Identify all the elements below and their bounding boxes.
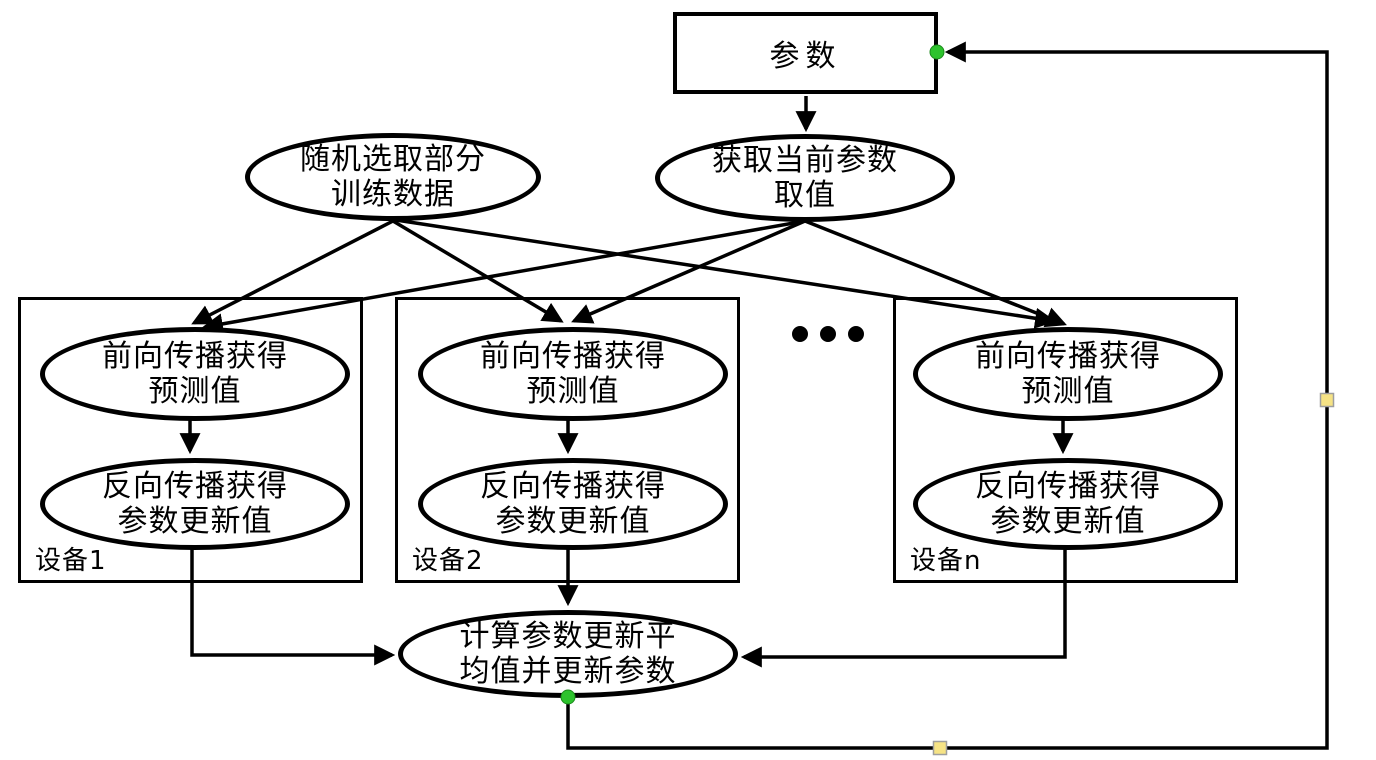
device2-forward-line1: 前向传播获得 bbox=[480, 339, 666, 374]
fetch-params-line1: 获取当前参数 bbox=[712, 143, 898, 178]
param-node: 参数 bbox=[673, 12, 938, 94]
devicen-forward-line2: 预测值 bbox=[1021, 374, 1115, 409]
device2-forward-node: 前向传播获得 预测值 bbox=[418, 327, 728, 421]
device-box-n: 前向传播获得 预测值 反向传播获得 参数更新值 设备n bbox=[893, 297, 1238, 583]
aggregate-line2: 均值并更新参数 bbox=[459, 654, 677, 689]
device1-forward-line1: 前向传播获得 bbox=[102, 339, 288, 374]
ellipsis-dot bbox=[820, 326, 836, 342]
select-data-node: 随机选取部分 训练数据 bbox=[245, 133, 541, 221]
device2-backward-line1: 反向传播获得 bbox=[480, 469, 666, 504]
select-data-line1: 随机选取部分 bbox=[300, 142, 486, 177]
edge-devicen-to-aggregate bbox=[740, 540, 1067, 668]
devicen-label: 设备n bbox=[910, 546, 982, 576]
edge-selectdata-to-device1-forward bbox=[191, 219, 394, 325]
device1-forward-node: 前向传播获得 预测值 bbox=[40, 327, 350, 421]
fetch-params-line2: 取值 bbox=[774, 178, 836, 213]
devicen-backward-node: 反向传播获得 参数更新值 bbox=[913, 458, 1223, 550]
select-data-line2: 训练数据 bbox=[331, 177, 455, 212]
fetch-params-node: 获取当前参数 取值 bbox=[655, 134, 955, 222]
device1-forward-line2: 预测值 bbox=[148, 374, 242, 409]
device1-label: 设备1 bbox=[35, 546, 107, 576]
edge-device1-to-aggregate bbox=[190, 540, 396, 666]
device2-label: 设备2 bbox=[412, 546, 484, 576]
device-box-1: 前向传播获得 预测值 反向传播获得 参数更新值 设备1 bbox=[18, 297, 363, 583]
ellipsis-dots-icon bbox=[792, 326, 864, 342]
edge-aggregate-feedback-to-param bbox=[566, 41, 1329, 750]
edge-selectdata-to-devicen-forward bbox=[395, 218, 1057, 329]
param-node-label: 参数 bbox=[769, 39, 842, 74]
edge-fetchparams-to-device1-forward bbox=[201, 219, 806, 335]
device-box-2: 前向传播获得 预测值 反向传播获得 参数更新值 设备2 bbox=[395, 297, 740, 583]
device1-backward-line1: 反向传播获得 bbox=[102, 469, 288, 504]
ellipsis-dot bbox=[792, 326, 808, 342]
devicen-forward-node: 前向传播获得 预测值 bbox=[913, 327, 1223, 421]
devicen-backward-line1: 反向传播获得 bbox=[975, 469, 1161, 504]
devicen-backward-line2: 参数更新值 bbox=[990, 504, 1146, 539]
device2-forward-line2: 预测值 bbox=[526, 374, 620, 409]
device2-backward-line2: 参数更新值 bbox=[495, 504, 651, 539]
ellipsis-dot bbox=[848, 326, 864, 342]
devicen-forward-line1: 前向传播获得 bbox=[975, 339, 1161, 374]
device1-backward-node: 反向传播获得 参数更新值 bbox=[40, 458, 350, 550]
device1-backward-line2: 参数更新值 bbox=[117, 504, 273, 539]
aggregate-node: 计算参数更新平 均值并更新参数 bbox=[398, 610, 738, 698]
edge-fetchparams-to-devicen-forward bbox=[804, 219, 1067, 328]
device2-backward-node: 反向传播获得 参数更新值 bbox=[418, 458, 728, 550]
aggregate-line1: 计算参数更新平 bbox=[459, 619, 677, 654]
edge-fetchparams-to-device2-forward bbox=[571, 219, 806, 324]
edge-selectdata-to-device2-forward bbox=[392, 219, 564, 323]
